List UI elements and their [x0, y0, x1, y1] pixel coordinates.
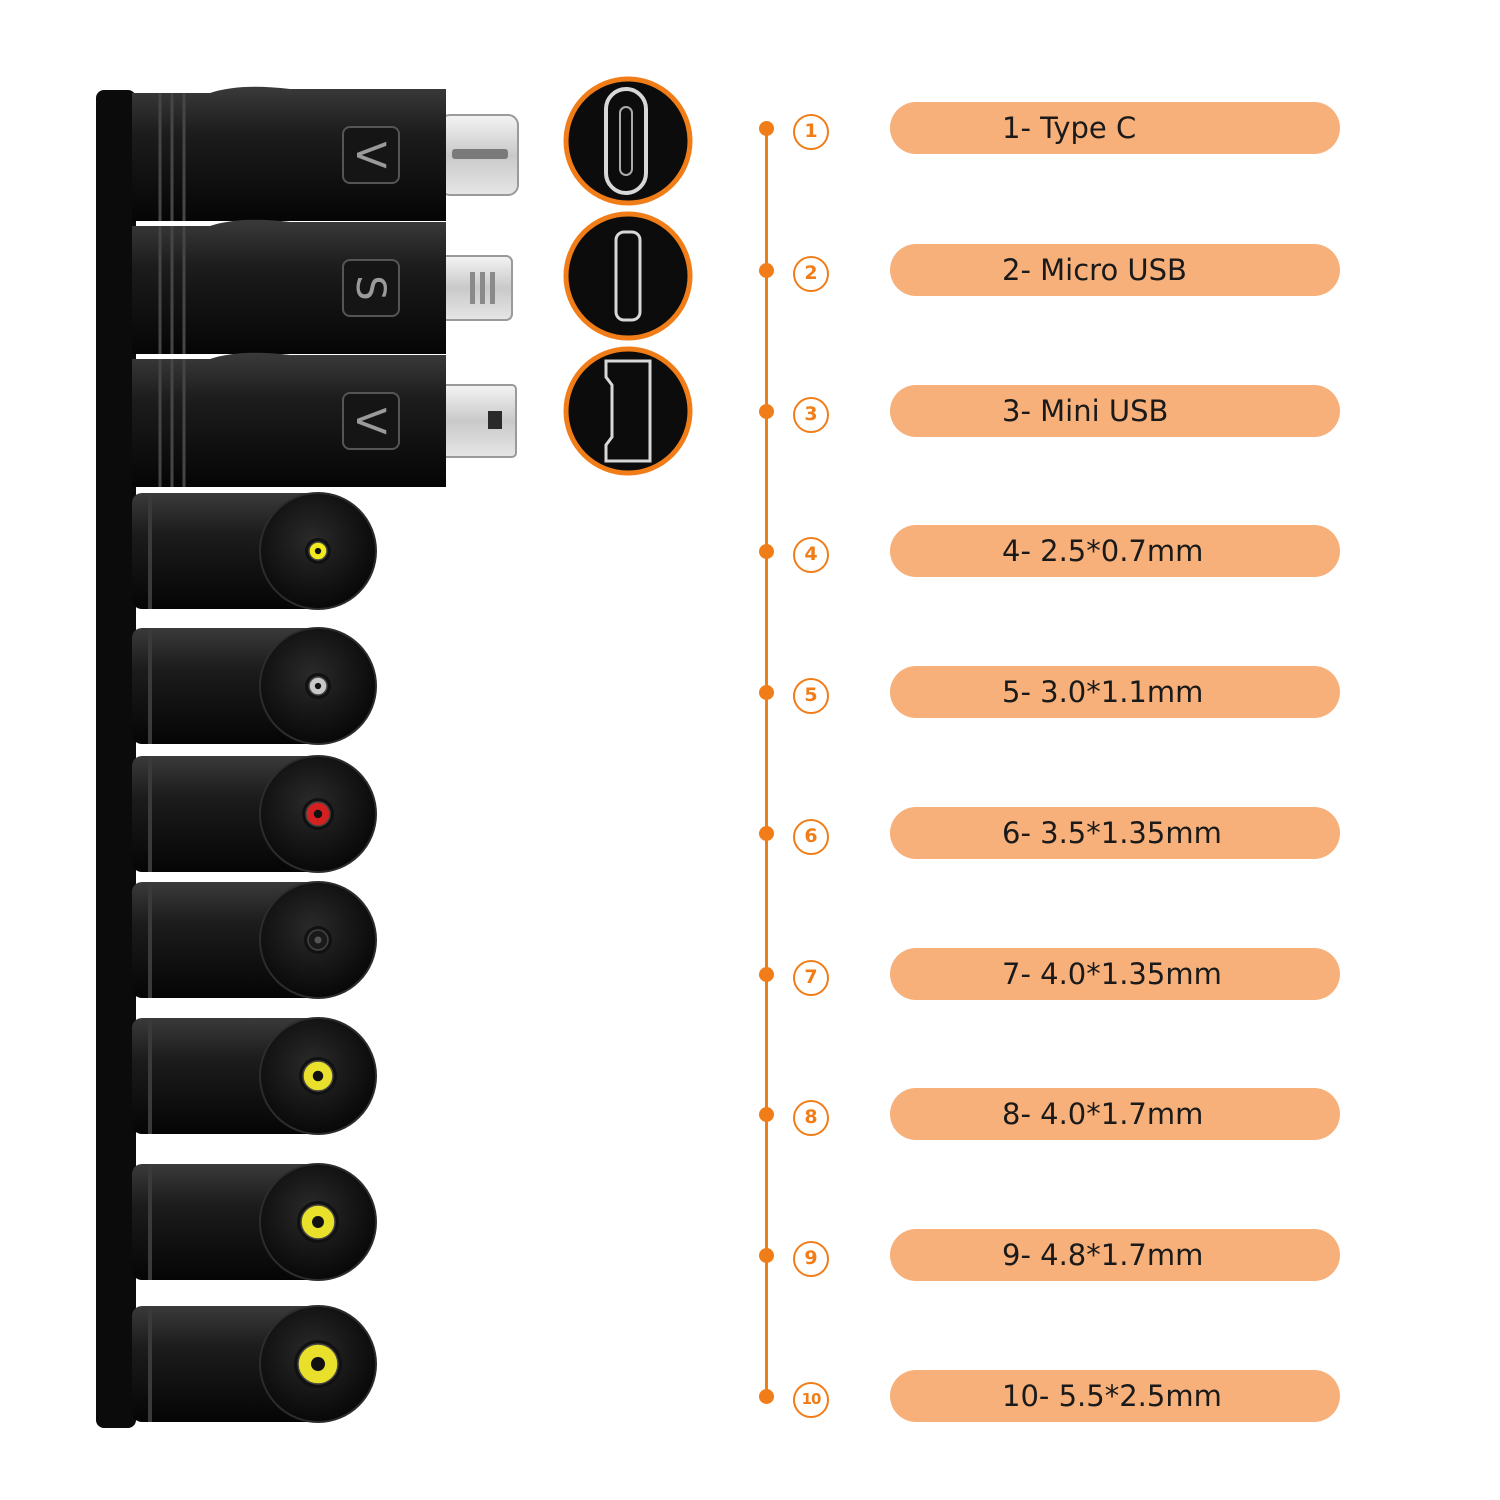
usb-adapter-type-c: V — [132, 86, 519, 221]
connector-label-pill: 4- 2.5*0.7mm — [890, 525, 1340, 577]
barrel-adapter — [132, 1163, 377, 1281]
connector-label-pill: 2- Micro USB — [890, 244, 1340, 296]
item-number-badge: 6 — [793, 819, 829, 855]
backing-strip — [96, 90, 136, 1428]
item-number-badge: 4 — [793, 537, 829, 573]
timeline-dot — [759, 967, 774, 982]
port-icon-mini-usb — [563, 346, 693, 476]
barrel-adapter — [132, 1017, 377, 1135]
timeline-dot — [759, 826, 774, 841]
connector-label-pill: 5- 3.0*1.1mm — [890, 666, 1340, 718]
barrel-adapter — [132, 627, 377, 745]
connector-label-pill: 3- Mini USB — [890, 385, 1340, 437]
port-icon-type-c — [563, 76, 693, 206]
usb-adapter-mini-usb: V — [132, 352, 517, 487]
timeline-dot — [759, 121, 774, 136]
timeline-dot — [759, 1248, 774, 1263]
timeline-dot — [759, 544, 774, 559]
timeline-dot — [759, 685, 774, 700]
item-number-badge: 8 — [793, 1100, 829, 1136]
timeline-line — [765, 125, 768, 1400]
item-number-badge: 9 — [793, 1241, 829, 1277]
item-number-badge: 3 — [793, 397, 829, 433]
item-number-badge: 2 — [793, 256, 829, 292]
port-icon-micro-usb — [563, 211, 693, 341]
timeline-dot — [759, 1389, 774, 1404]
connector-label-pill: 1- Type C — [890, 102, 1340, 154]
timeline-dot — [759, 404, 774, 419]
barrel-adapter — [132, 881, 377, 999]
connector-label-pill: 9- 4.8*1.7mm — [890, 1229, 1340, 1281]
connector-photo: V S V — [96, 76, 693, 1428]
usb-adapter-marking: V — [347, 407, 393, 435]
connector-label-pill: 7- 4.0*1.35mm — [890, 948, 1340, 1000]
usb-adapter-marking: V — [347, 141, 393, 169]
barrel-adapter — [132, 492, 377, 610]
connector-label-pill: 8- 4.0*1.7mm — [890, 1088, 1340, 1140]
connector-label-pill: 10- 5.5*2.5mm — [890, 1370, 1340, 1422]
item-number-badge: 5 — [793, 678, 829, 714]
item-number-badge: 1 — [793, 114, 829, 150]
timeline-dot — [759, 263, 774, 278]
timeline-dot — [759, 1107, 774, 1122]
connector-label-pill: 6- 3.5*1.35mm — [890, 807, 1340, 859]
usb-adapter-micro-usb: S — [132, 219, 513, 354]
item-number-badge: 7 — [793, 960, 829, 996]
barrel-adapter — [132, 755, 377, 873]
usb-adapter-marking: S — [347, 275, 393, 300]
item-number-badge: 10 — [793, 1382, 829, 1418]
barrel-adapter — [132, 1305, 377, 1423]
